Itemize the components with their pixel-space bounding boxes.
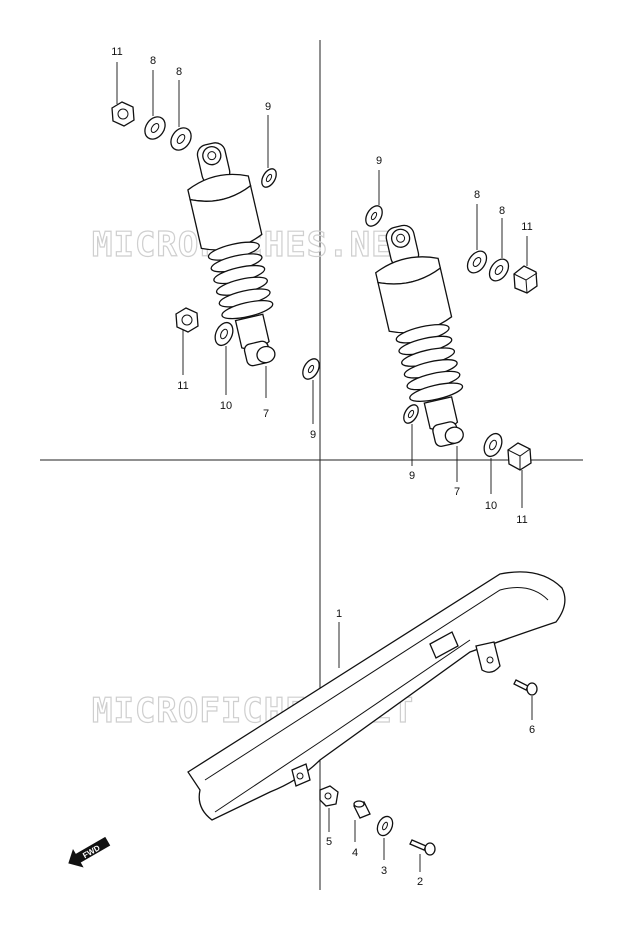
callout-9-right-top: 9 (376, 155, 382, 167)
callout-10-left: 10 (220, 400, 232, 412)
washer-icon (261, 168, 277, 188)
shock-absorber-right (374, 224, 464, 447)
callout-4: 4 (352, 847, 358, 859)
callout-11-top: 11 (111, 46, 122, 58)
washer-icon (403, 404, 419, 424)
bolt-icon (513, 679, 538, 696)
callout-1: 1 (336, 608, 342, 620)
nut-icon (175, 307, 199, 333)
cushion-icon (319, 785, 339, 807)
forward-arrow-icon: FWD (68, 836, 111, 868)
callout-3: 3 (381, 865, 387, 877)
callout-7-right: 7 (454, 486, 460, 498)
washer-icon (214, 321, 234, 347)
washer-icon (376, 815, 394, 837)
nut-icon (111, 101, 135, 127)
callout-9-left-low: 9 (310, 429, 316, 441)
washer-icon (488, 258, 510, 282)
callout-9-right-low: 9 (409, 470, 415, 482)
washer-icon (144, 116, 166, 140)
callout-2: 2 (417, 876, 423, 888)
callout-5: 5 (326, 836, 332, 848)
callout-8-c: 8 (474, 189, 480, 201)
nut-icon (507, 442, 532, 471)
shock-absorber-left (187, 142, 276, 367)
callout-8-b: 8 (176, 66, 182, 78)
bolt-icon (409, 839, 436, 856)
washer-icon (483, 432, 503, 458)
washer-icon (365, 205, 383, 227)
callout-6: 6 (529, 724, 535, 736)
callout-11-right: 11 (521, 221, 532, 233)
callout-9-top-left: 9 (265, 101, 271, 113)
callout-11-right-low: 11 (516, 514, 527, 526)
spacer-icon (353, 800, 371, 819)
callout-10-right: 10 (485, 500, 497, 512)
callout-11-left: 11 (177, 380, 188, 392)
callout-8-d: 8 (499, 205, 505, 217)
washer-icon (302, 358, 320, 380)
callout-7-left: 7 (263, 408, 269, 420)
nut-icon (513, 265, 538, 294)
washer-icon (466, 250, 488, 274)
washer-icon (170, 127, 192, 151)
callout-8-a: 8 (150, 55, 156, 67)
chain-case (187, 571, 566, 821)
